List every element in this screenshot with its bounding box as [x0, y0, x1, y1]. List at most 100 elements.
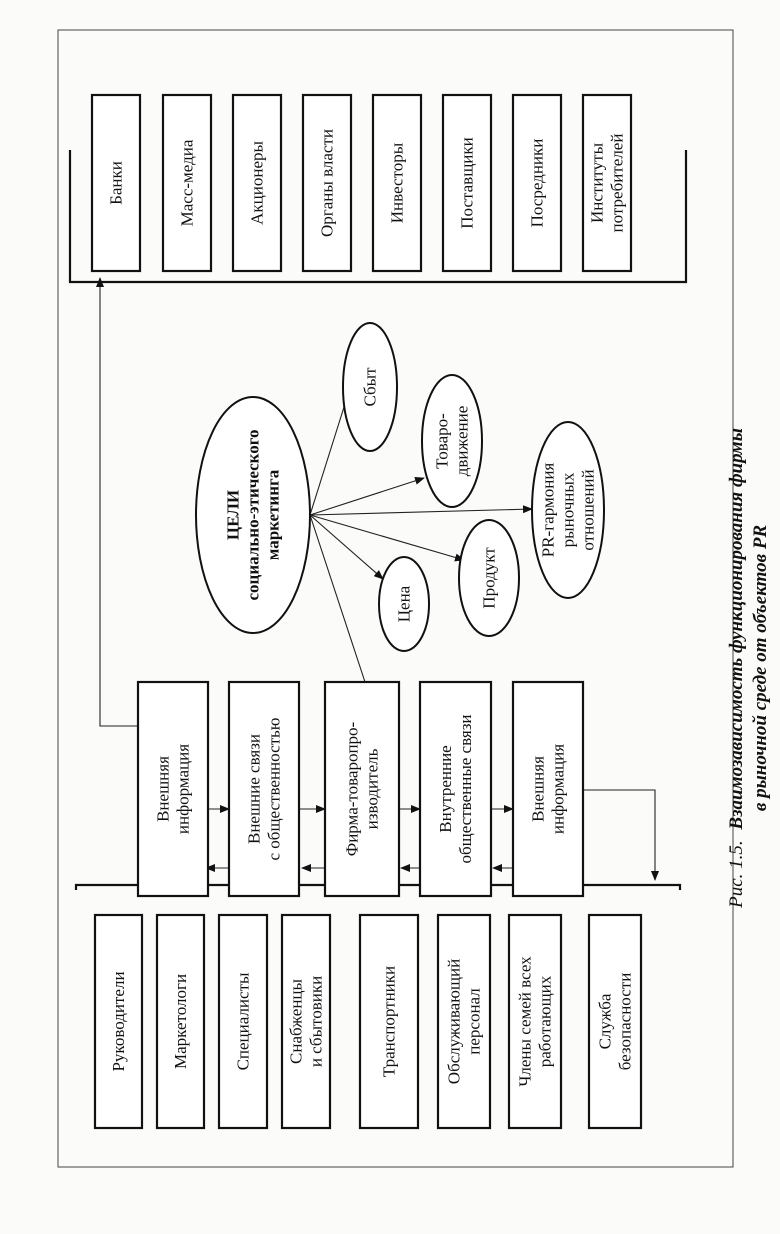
external-object-label-line: Поставщики	[458, 137, 477, 229]
external-object-label: Инвесторы	[388, 142, 407, 223]
goal-tovarodvizhenie-label-line: Товаро-	[433, 413, 452, 469]
internal-object-box	[155, 913, 206, 1130]
external-object-box	[231, 93, 283, 273]
internal-object-label-line: безопасности	[616, 973, 635, 1071]
chain-label-line: Фирма-товаропро-	[343, 721, 362, 856]
internal-object-label-line: работающих	[536, 975, 555, 1067]
chain-label-line: Внешние связи	[245, 734, 264, 844]
internal-object-box	[93, 913, 144, 1130]
chain-label-line: Внешняя	[529, 756, 548, 822]
goal-cena-label-line: Цена	[395, 585, 414, 622]
internal-object-label-line: Руководители	[109, 971, 128, 1071]
goal-pr-garmonia-label-line: отношений	[579, 469, 598, 550]
goals-center-label-line: ЦЕЛИ	[224, 490, 243, 540]
external-object-label: Банки	[107, 161, 126, 205]
external-object-box	[581, 93, 633, 273]
figure-caption: Рис. 1.5. Взаимозависимость функциониров…	[726, 428, 771, 909]
chain-label: Фирма-товаропро-изводитель	[343, 721, 382, 856]
internal-object-box	[217, 913, 269, 1130]
chain-label-line: информация	[549, 744, 568, 834]
goals-arrow-cena	[309, 514, 384, 580]
external-object-label: Поставщики	[458, 137, 477, 229]
internal-object-box	[436, 913, 492, 1130]
goals-arrow-pr-garmonia	[309, 505, 533, 516]
internal-object-box	[358, 913, 420, 1130]
goal-pr-garmonia-label-line: рыночных	[559, 472, 578, 547]
goal-sbyt-label: Сбыт	[361, 367, 380, 407]
chain-label-line: информация	[174, 744, 193, 834]
internal-object-label: Специалисты	[234, 972, 253, 1070]
chain-label-line: с общественностью	[265, 717, 284, 860]
external-object-box	[511, 93, 563, 273]
chain-box	[323, 680, 401, 898]
external-object-label: Масс-медиа	[178, 139, 197, 226]
external-object-label: Посредники	[528, 139, 547, 228]
goals-arrow-sbyt	[309, 387, 352, 516]
external-object-label-line: Посредники	[528, 139, 547, 228]
internal-object-label-line: Снабженцы	[287, 978, 306, 1063]
chain-box	[136, 680, 210, 898]
external-object-label-line: Институты	[588, 142, 607, 223]
internal-object-box	[587, 913, 643, 1130]
internal-object-label: Руководители	[109, 971, 128, 1071]
chain-box	[418, 680, 493, 898]
internal-object-label-line: Обслуживающий	[445, 959, 464, 1084]
external-object-label-line: потребителей	[608, 134, 627, 233]
goals-arrow-produkt	[309, 514, 465, 562]
external-object-box	[441, 93, 493, 273]
external-object-label-line: Масс-медиа	[178, 139, 197, 226]
internal-object-label-line: и сбытовики	[307, 976, 326, 1067]
external-object-label: Органы власти	[318, 129, 337, 237]
external-objects-group	[68, 93, 688, 284]
caption-prefix: Рис. 1.5.	[726, 840, 747, 909]
caption-line-1: Взаимозависимость функционирования фирмы	[726, 428, 747, 830]
external-object-label-line: Банки	[107, 161, 126, 205]
external-object-label-line: Акционеры	[248, 141, 267, 225]
caption-line-2: в рыночной среде от объектов PR	[750, 525, 771, 811]
goal-cena-label: Цена	[395, 585, 414, 622]
external-object-box	[301, 93, 353, 273]
goal-tovarodvizhenie-label-line: движение	[453, 406, 472, 477]
internal-object-label-line: Члены семей всех	[516, 956, 535, 1087]
internal-object-label-line: Специалисты	[234, 972, 253, 1070]
internal-object-box	[280, 913, 332, 1130]
chain-box	[227, 680, 301, 898]
internal-object-label-line: персонал	[465, 988, 484, 1055]
goal-cena-ellipse	[378, 556, 430, 652]
external-objects-bracket	[68, 150, 688, 284]
arrow-to-external-objects	[96, 277, 138, 727]
external-object-label: Акционеры	[248, 141, 267, 225]
figure-frame	[57, 29, 734, 1168]
goal-pr-garmonia-ellipse	[531, 421, 605, 599]
internal-object-label: Транспортники	[380, 966, 399, 1077]
goal-sbyt-label-line: Сбыт	[361, 367, 380, 407]
goal-tovarodvizhenie-label: Товаро-движение	[433, 406, 472, 477]
goals-center-ellipse	[195, 396, 311, 634]
svg-text:Рис. 1.5. Взаимозависи: Рис. 1.5. Взаимозависимость функциониров…	[726, 428, 747, 909]
chain-box	[511, 680, 585, 898]
chain-label-line: Внешняя	[154, 756, 173, 822]
goals-center-label-line: социально-этического	[244, 429, 263, 600]
goal-pr-garmonia-label-line: PR-гармония	[539, 463, 558, 558]
goal-produkt-label-line: Продукт	[480, 547, 499, 609]
external-object-box	[161, 93, 213, 273]
goal-tovarodvizhenie-ellipse	[421, 374, 483, 508]
external-object-label-line: Органы власти	[318, 129, 337, 237]
arrow-to-internal-objects	[571, 789, 659, 881]
internal-object-label: Маркетологи	[171, 974, 190, 1069]
external-object-box	[90, 93, 142, 273]
goals-center-label-line: маркетинга	[264, 469, 283, 560]
goal-produkt-ellipse	[458, 519, 520, 637]
firm-to-goals-line	[309, 514, 366, 683]
